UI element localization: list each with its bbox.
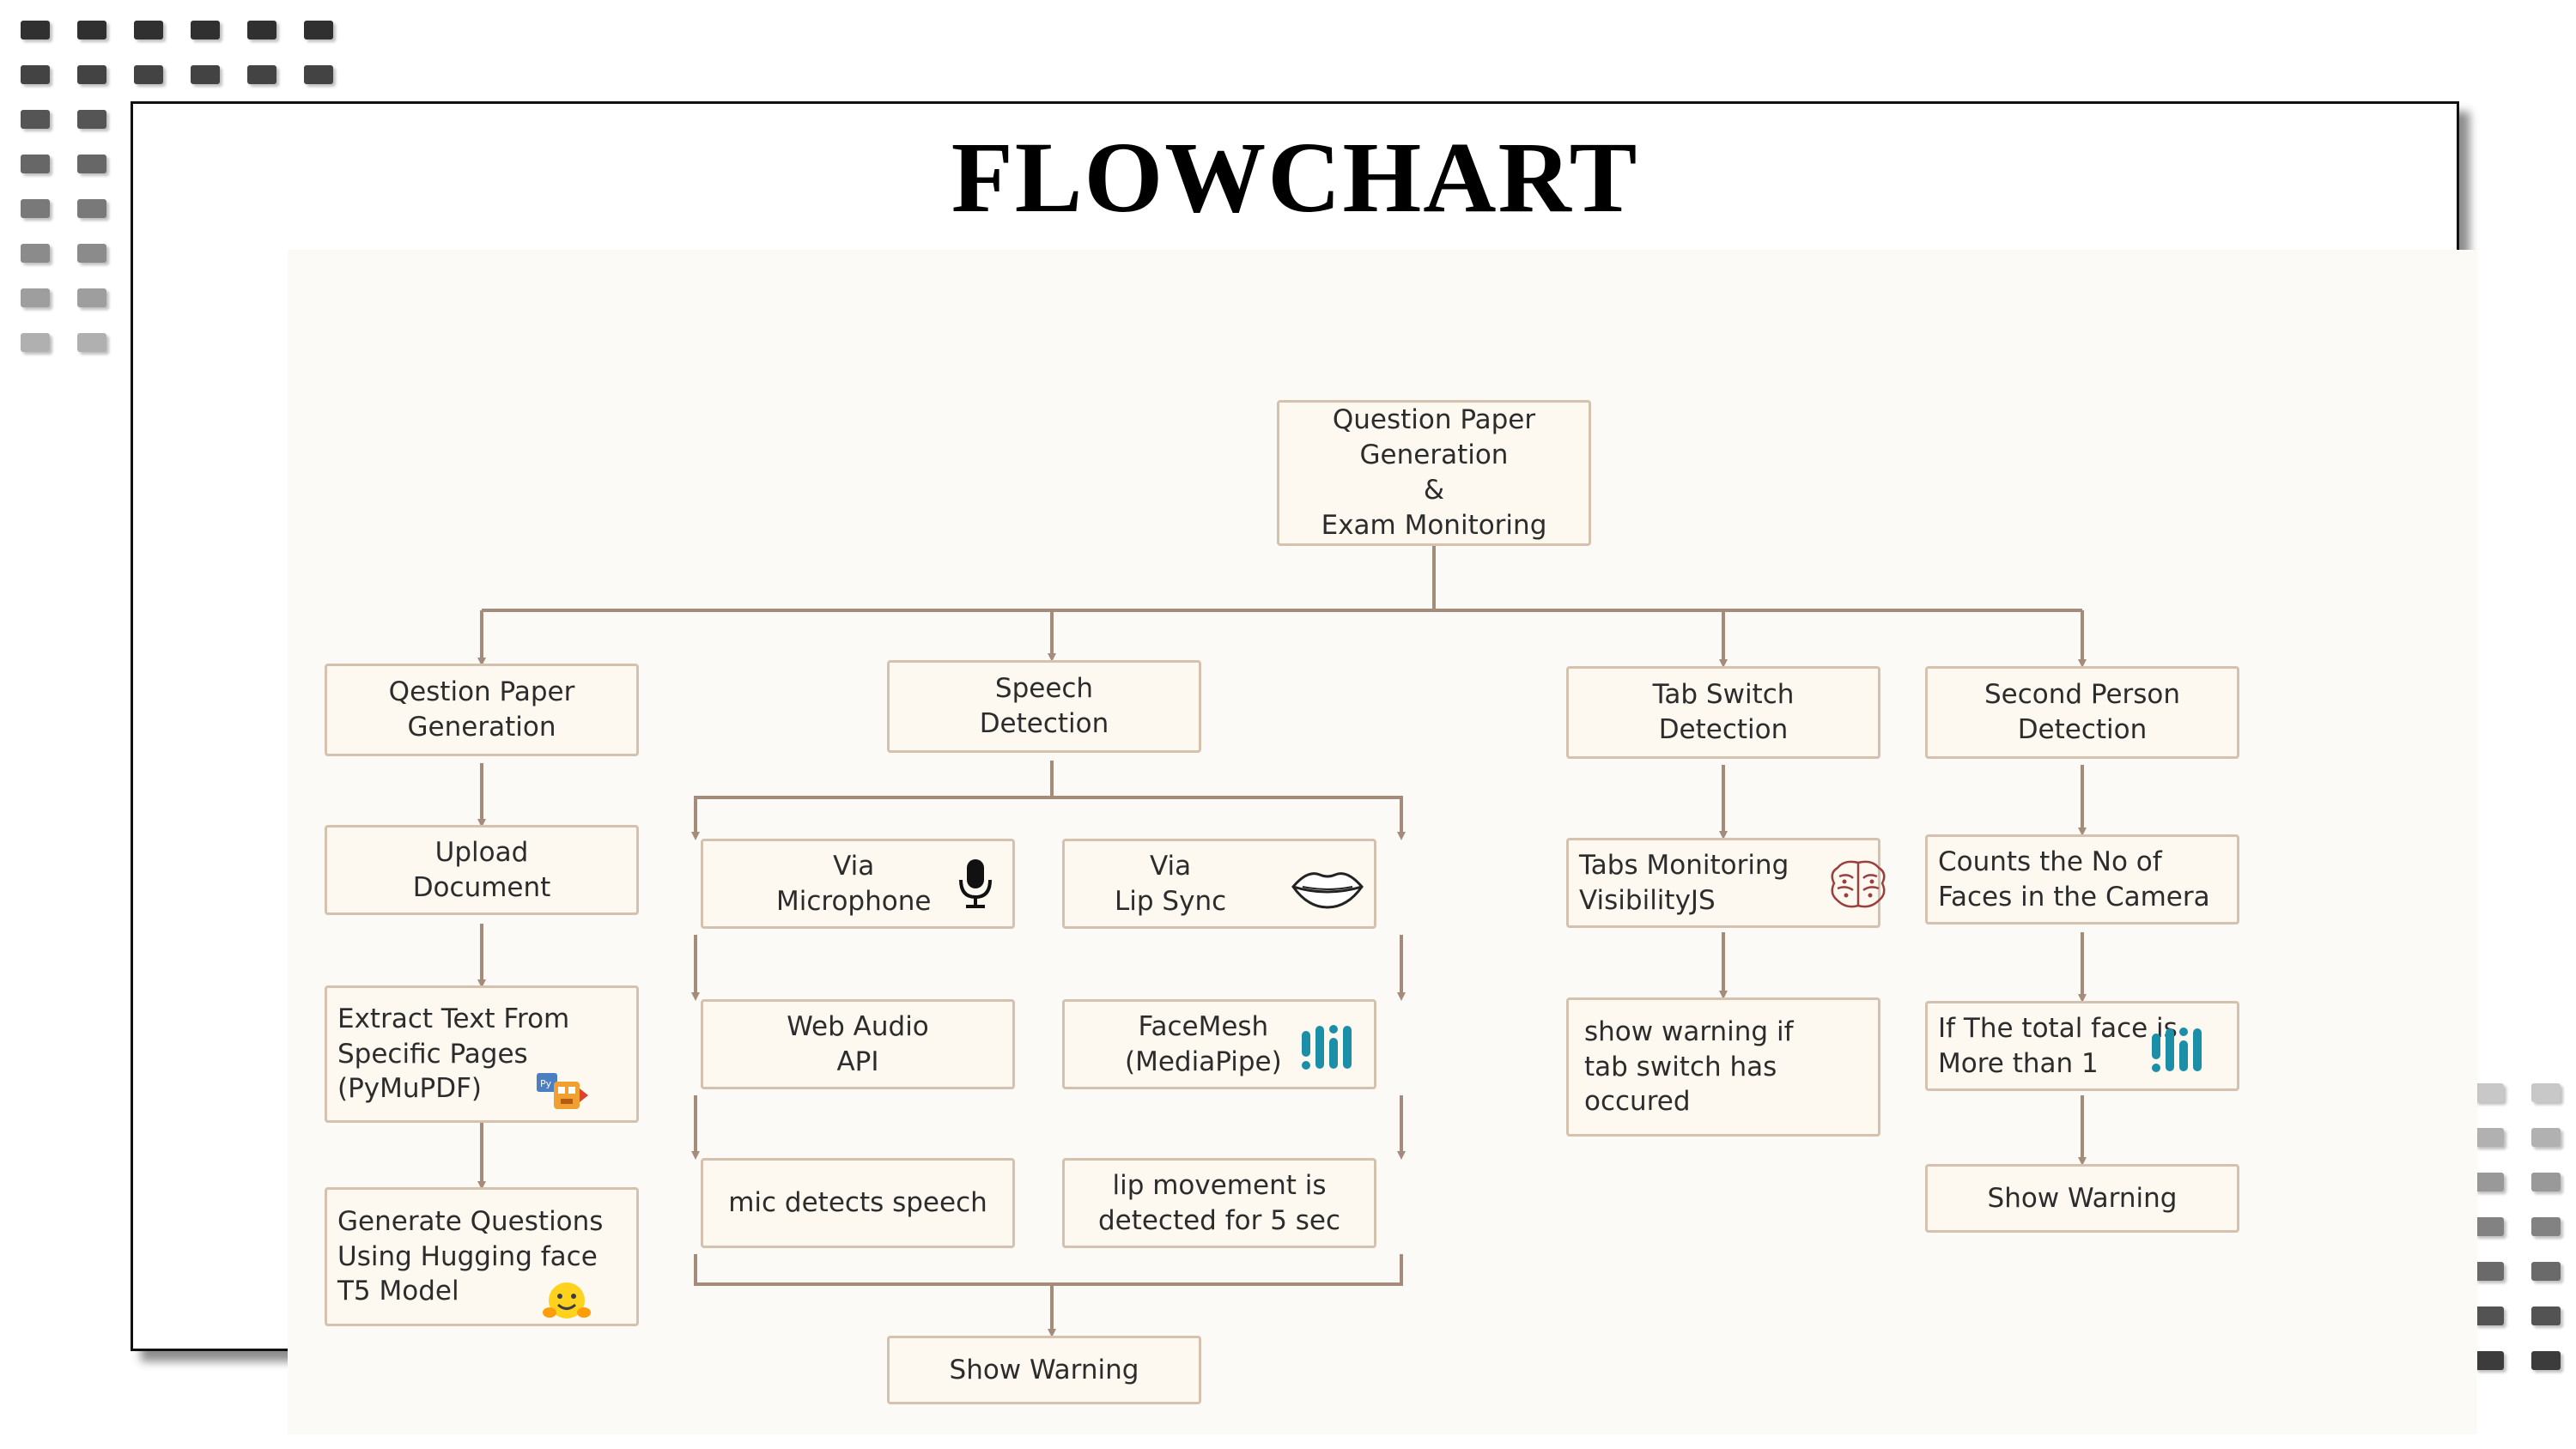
second-person-detection-node: Second Person Detection [1925, 666, 2239, 759]
flowchart-canvas: Question Paper Generation & Exam Monitor… [288, 250, 2477, 1434]
decorative-dot [21, 155, 50, 173]
decorative-dot [77, 21, 106, 39]
decorative-dot [77, 288, 106, 307]
mic-detects-speech-label: mic detects speech [728, 1187, 987, 1219]
decorative-dot [191, 65, 220, 84]
decorative-dot [304, 21, 333, 39]
decorative-dot [2475, 1217, 2504, 1236]
person-show-warning-node: Show Warning [1925, 1164, 2239, 1233]
generate-questions-node: Generate Questions Using Hugging face T5… [325, 1187, 639, 1326]
speech-detection-node: Speech Detection [887, 660, 1201, 753]
decorative-dot [77, 244, 106, 263]
tab-show-warning-label: show warning if tab switch has occured [1584, 1016, 1794, 1118]
upload-document-node: Upload Document [325, 825, 639, 915]
decorative-dot [2531, 1217, 2561, 1236]
root-node-label: Question Paper Generation & Exam Monitor… [1321, 404, 1547, 541]
decorative-dot [77, 333, 106, 352]
decorative-dot [77, 155, 106, 173]
connector-speech-split [691, 761, 1054, 840]
tab-switch-detection-label: Tab Switch Detection [1652, 679, 1795, 745]
decorative-dot [2531, 1351, 2561, 1370]
tabs-monitoring-node: Tabs Monitoring VisibilityJS [1566, 838, 1880, 928]
extract-text-node: Extract Text From Specific Pages (PyMuPD… [325, 985, 639, 1123]
facemesh-label: FaceMesh (MediaPipe) [1125, 1010, 1282, 1077]
decorative-dot [2475, 1307, 2504, 1325]
decorative-dot [304, 65, 333, 84]
decorative-dot [247, 21, 276, 39]
decorative-dot [2475, 1083, 2504, 1102]
decorative-dot [21, 199, 50, 218]
connector-layer [477, 546, 2087, 1337]
decorative-dot [21, 244, 50, 263]
microphone-icon [959, 859, 992, 908]
decorative-dot [2475, 1173, 2504, 1191]
web-audio-label: Web Audio API [787, 1010, 929, 1077]
lips-icon [1291, 872, 1364, 909]
slide-frame: FLOWCHART [131, 101, 2477, 1434]
tabs-monitoring-label: Tabs Monitoring VisibilityJS [1579, 849, 1789, 916]
generate-questions-label: Generate Questions Using Hugging face T5… [337, 1205, 604, 1307]
decorative-dot [21, 21, 50, 39]
decorative-dot [2531, 1262, 2561, 1281]
via-lip-sync-label: Via Lip Sync [1115, 850, 1227, 917]
upload-document-label: Upload Document [412, 836, 551, 903]
decorative-dot [21, 333, 50, 352]
connector-speech-lip [1052, 796, 1406, 840]
counts-faces-label: Counts the No of Faces in the Camera [1938, 846, 2210, 912]
via-microphone-label: Via Microphone [776, 850, 932, 917]
decorative-dot [2531, 1307, 2561, 1325]
second-person-detection-label: Second Person Detection [1984, 679, 2181, 745]
decorative-dot [191, 21, 220, 39]
decorative-dot [21, 65, 50, 84]
counts-faces-node: Counts the No of Faces in the Camera [1925, 834, 2239, 925]
person-show-warning-label: Show Warning [1987, 1182, 2178, 1214]
decorative-dot [77, 199, 106, 218]
decorative-dot [2531, 1128, 2561, 1147]
extract-text-label: Extract Text From Specific Pages (PyMuPD… [337, 1003, 570, 1105]
if-total-face-label: If The total face is More than 1 [1938, 1012, 2178, 1079]
decorative-dot [134, 65, 163, 84]
mediapipe-icon [1302, 1025, 1352, 1070]
decorative-dot [2475, 1351, 2504, 1370]
tab-show-warning-node: show warning if tab switch has occured [1566, 997, 1880, 1137]
speech-detection-label: Speech Detection [979, 673, 1109, 739]
speech-show-warning-node: Show Warning [887, 1336, 1201, 1404]
speech-show-warning-label: Show Warning [949, 1354, 1139, 1385]
decorative-dot [21, 110, 50, 129]
svg-text:Py: Py [540, 1078, 552, 1089]
decorative-dot [2475, 1262, 2504, 1281]
decorative-dot [2531, 1083, 2561, 1102]
decorative-dot [2475, 1128, 2504, 1147]
decorative-dot [2531, 1173, 2561, 1191]
connector-merge [694, 1254, 1403, 1286]
hugging-face-icon [543, 1282, 591, 1319]
via-microphone-node: Via Microphone [701, 839, 1015, 929]
question-paper-generation-label: Qestion Paper Generation [388, 676, 575, 743]
tab-switch-detection-node: Tab Switch Detection [1566, 666, 1880, 759]
decorative-dot [247, 65, 276, 84]
pymupdf-icon: Py [537, 1073, 588, 1109]
mediapipe-icon [2152, 1028, 2202, 1072]
mic-detects-speech-node: mic detects speech [701, 1158, 1015, 1248]
decorative-dot [77, 65, 106, 84]
brain-icon [1831, 860, 1886, 908]
decorative-dot [134, 21, 163, 39]
decorative-dot [77, 110, 106, 129]
lip-movement-node: lip movement is detected for 5 sec [1062, 1158, 1376, 1248]
decorative-dot [21, 288, 50, 307]
root-node: Question Paper Generation & Exam Monitor… [1277, 400, 1591, 546]
lip-movement-label: lip movement is detected for 5 sec [1097, 1169, 1341, 1236]
page-title: FLOWCHART [951, 121, 1639, 233]
web-audio-node: Web Audio API [701, 999, 1015, 1089]
question-paper-generation-node: Qestion Paper Generation [325, 664, 639, 756]
